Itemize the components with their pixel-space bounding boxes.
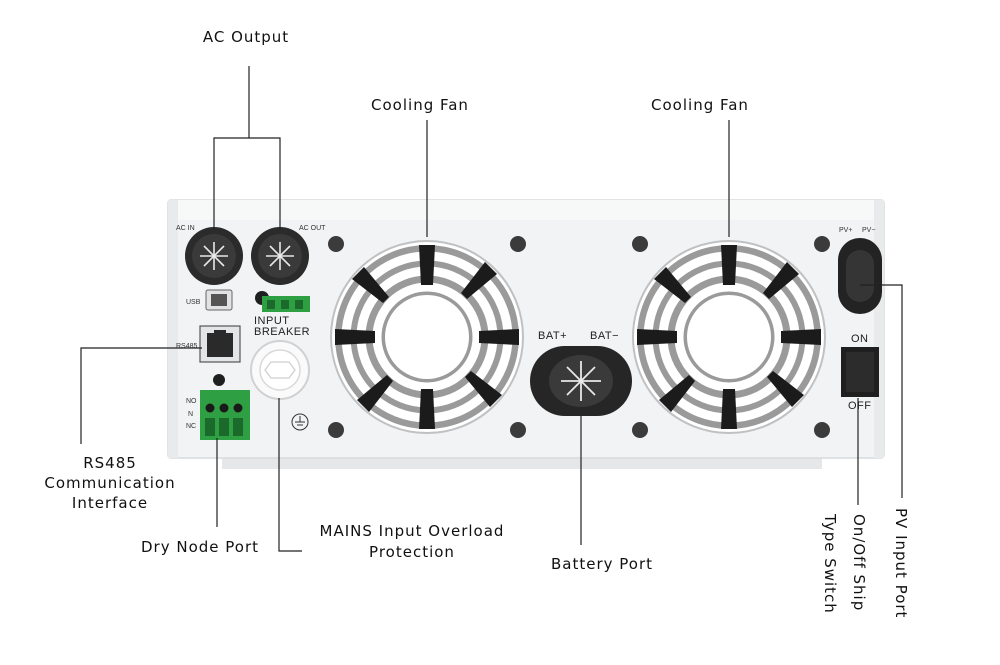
rs485-label: RS485 — [176, 343, 198, 350]
ac-out-gland-icon — [251, 227, 309, 285]
ground-symbol-icon — [291, 413, 309, 431]
pv-plus-label: PV+ — [839, 227, 852, 234]
left-fan-grille-icon — [331, 241, 523, 433]
input-breaker-terminal — [262, 296, 310, 312]
off-label: OFF — [848, 400, 872, 412]
rs485-callout-line3: Interface — [72, 494, 148, 512]
dry-node-terminal — [200, 390, 250, 440]
ac-in-gland-icon — [185, 227, 243, 285]
pv-minus-label: PV− — [862, 227, 875, 234]
usb-port-icon — [205, 289, 233, 311]
pv-input-callout: PV Input Port — [892, 508, 910, 618]
dry-node-callout: Dry Node Port — [141, 538, 259, 556]
right-fan-grille-icon — [633, 241, 825, 433]
indicator-hole — [213, 374, 225, 386]
n-label: N — [188, 411, 193, 418]
onoff-callout-line2: Type Switch — [821, 513, 839, 614]
battery-gland-icon — [530, 346, 632, 416]
rj45-port-icon — [199, 325, 241, 363]
mains-callout-line2: Protection — [369, 543, 455, 561]
on-label: ON — [851, 333, 869, 345]
cooling-fan-left-callout: Cooling Fan — [371, 96, 469, 114]
bat-plus-label: BAT+ — [538, 330, 567, 342]
rs485-callout-line2: Communication — [44, 474, 175, 492]
mounting-screws — [328, 236, 830, 438]
onoff-callout-line1: On/Off Ship — [850, 514, 868, 611]
cooling-fan-right-callout: Cooling Fan — [651, 96, 749, 114]
rs485-callout-line1: RS485 — [83, 454, 137, 472]
pv-input-gland-icon — [838, 238, 882, 314]
input-label: INPUT — [254, 315, 290, 327]
leader-lines — [80, 66, 903, 552]
ac-out-label: AC OUT — [299, 225, 326, 232]
usb-label: USB — [186, 299, 201, 306]
no-label: NO — [186, 398, 197, 405]
ac-output-callout: AC Output — [203, 28, 289, 46]
rocker-switch-icon — [841, 347, 879, 397]
nc-label: NC — [186, 423, 196, 430]
breaker-label: BREAKER — [254, 326, 310, 338]
ac-in-label: AC IN — [176, 225, 195, 232]
mains-callout-line1: MAINS Input Overload — [320, 522, 505, 540]
bat-minus-label: BAT− — [590, 330, 619, 342]
battery-port-callout: Battery Port — [551, 555, 653, 573]
overload-protection-button — [250, 340, 310, 400]
